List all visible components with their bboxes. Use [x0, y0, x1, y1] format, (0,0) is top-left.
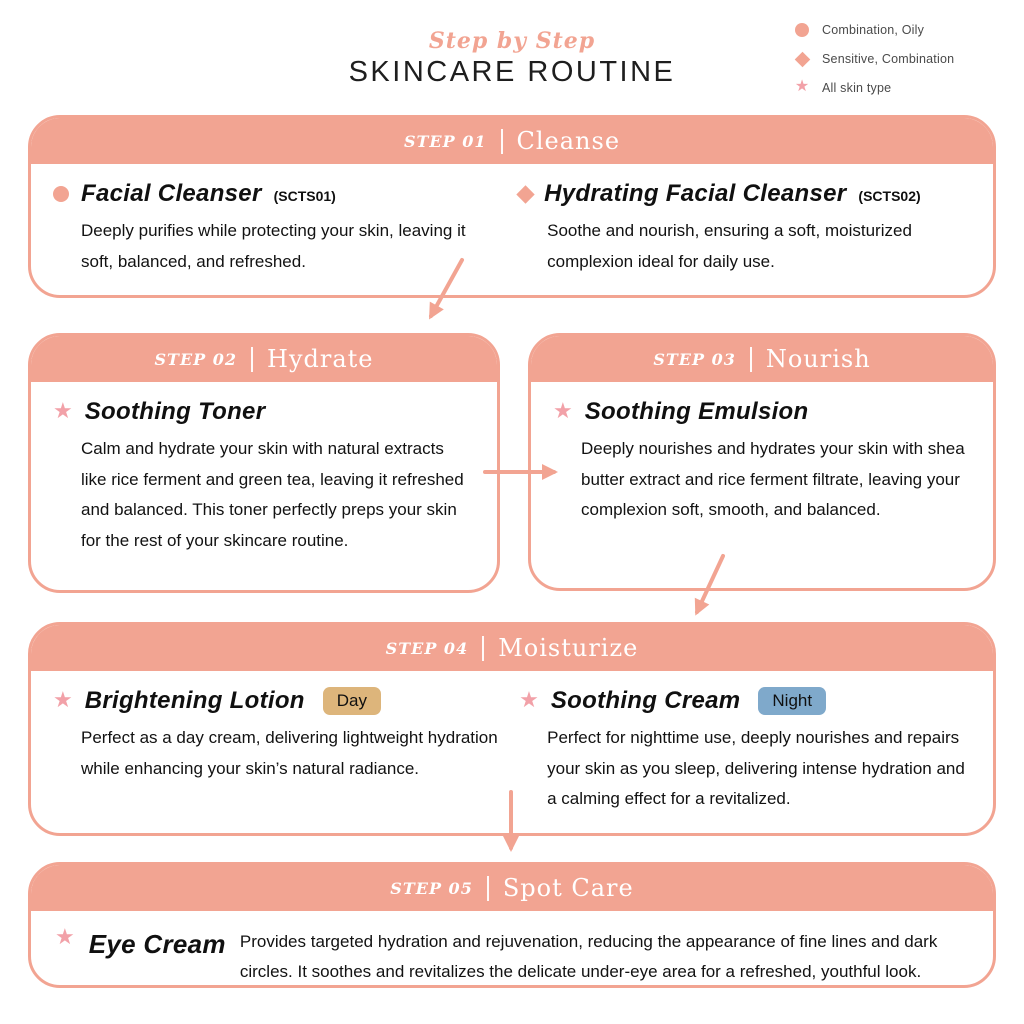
arrow-step1-to-step2: [429, 258, 464, 320]
legend-label: All skin type: [822, 81, 892, 95]
step-header-band: STEP 01 Cleanse: [31, 118, 993, 164]
product-description: Calm and hydrate your skin with natural …: [81, 439, 464, 550]
star-icon: ★: [53, 687, 73, 712]
product-name: Soothing Cream: [550, 687, 741, 714]
star-icon: ★: [53, 398, 73, 423]
product-name: Eye Cream: [88, 929, 226, 959]
product-name: Hydrating Facial Cleanser: [544, 180, 847, 207]
diamond-icon: [516, 184, 535, 204]
product-name: Facial Cleanser: [81, 180, 262, 207]
legend-item: Combination, Oily: [793, 20, 954, 40]
product-name: Brightening Lotion: [84, 687, 305, 714]
arrow-step3-to-step4: [694, 554, 725, 616]
arrow-step4-to-step5: [503, 790, 519, 852]
divider: [251, 346, 254, 372]
product-description: Deeply purifies while protecting your sk…: [81, 221, 466, 271]
star-icon: ★: [794, 78, 810, 95]
step-header-band: STEP 03 Nourish: [531, 336, 993, 382]
skin-type-legend: Combination, Oily Sensitive, Combination…: [793, 20, 954, 107]
product-description: Perfect for nighttime use, deeply nouris…: [547, 728, 965, 809]
diamond-icon: [794, 51, 810, 67]
legend-item: ★ All skin type: [793, 78, 954, 98]
star-icon: ★: [55, 924, 75, 949]
circle-icon: [53, 186, 69, 202]
subtitle: Step by Step: [428, 28, 596, 54]
step-card-hydrate: STEP 02 Hydrate ★ Soothing Toner Calm an…: [28, 333, 500, 593]
divider: [749, 346, 752, 372]
step-card-nourish: STEP 03 Nourish ★ Soothing Emulsion Deep…: [528, 333, 996, 591]
divider: [486, 875, 489, 901]
step-number: STEP 01: [403, 131, 487, 151]
product-name: Soothing Toner: [84, 398, 266, 425]
step-name: Spot Care: [502, 874, 634, 902]
product-name: Soothing Emulsion: [584, 398, 809, 425]
step-name: Hydrate: [267, 345, 374, 373]
step-number: STEP 03: [653, 349, 736, 369]
product-description: Provides targeted hydration and rejuvena…: [239, 932, 938, 981]
night-badge: Night: [758, 687, 827, 715]
product-facial-cleanser: Facial Cleanser (SCTS01) Deeply purifies…: [53, 180, 519, 277]
product-soothing-emulsion: ★ Soothing Emulsion Deeply nourishes and…: [531, 382, 993, 526]
step-number: STEP 05: [390, 878, 473, 898]
page-title: SKINCARE ROUTINE: [348, 56, 676, 88]
legend-label: Sensitive, Combination: [822, 52, 955, 66]
step-header-band: STEP 04 Moisturize: [31, 625, 993, 671]
product-description: Perfect as a day cream, delivering light…: [81, 728, 498, 778]
divider: [482, 635, 485, 661]
star-icon: ★: [519, 687, 539, 712]
step-number: STEP 04: [385, 638, 469, 658]
product-code: (SCTS01): [273, 188, 336, 204]
step-header-band: STEP 02 Hydrate: [31, 336, 497, 382]
product-soothing-toner: ★ Soothing Toner Calm and hydrate your s…: [31, 382, 497, 556]
step-name: Cleanse: [516, 127, 621, 155]
step-name: Nourish: [765, 345, 871, 373]
product-eye-cream: ★ Eye Cream Provides targeted hydration …: [31, 911, 993, 985]
legend-label: Combination, Oily: [822, 23, 925, 37]
star-icon: ★: [553, 398, 573, 423]
product-brightening-lotion: ★ Brightening Lotion Day Perfect as a da…: [53, 687, 519, 815]
step-card-cleanse: STEP 01 Cleanse Facial Cleanser (SCTS01)…: [28, 115, 996, 298]
circle-icon: [795, 23, 809, 37]
product-description: Soothe and nourish, ensuring a soft, moi…: [547, 221, 912, 271]
step-header-band: STEP 05 Spot Care: [31, 865, 993, 911]
product-code: (SCTS02): [858, 188, 921, 204]
legend-item: Sensitive, Combination: [793, 49, 954, 69]
arrow-step2-to-step3: [483, 464, 558, 480]
step-card-spot-care: STEP 05 Spot Care ★ Eye Cream Provides t…: [28, 862, 996, 988]
day-badge: Day: [322, 687, 381, 715]
divider: [500, 128, 503, 154]
step-number: STEP 02: [154, 349, 238, 369]
step-name: Moisturize: [498, 634, 639, 662]
product-soothing-cream: ★ Soothing Cream Night Perfect for night…: [519, 687, 967, 815]
product-hydrating-facial-cleanser: Hydrating Facial Cleanser (SCTS02) Sooth…: [516, 180, 967, 277]
product-description: Deeply nourishes and hydrates your skin …: [581, 439, 965, 520]
